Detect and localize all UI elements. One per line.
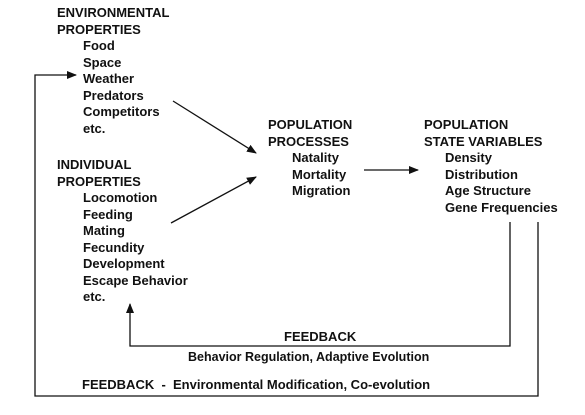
environmental-item-food: Food	[83, 38, 115, 53]
environmental-item-competitors: Competitors	[83, 104, 160, 119]
state-title-line-1: POPULATION	[424, 117, 509, 132]
environmental-item-predators: Predators	[83, 87, 144, 103]
state-title-line-2: STATE VARIABLES	[424, 133, 543, 149]
state-list: Density Distribution Age Structure Gene …	[424, 150, 558, 216]
individual-item-fecundity: Fecundity	[83, 239, 145, 255]
feedback-loop-inner	[126, 222, 511, 347]
individual-title-line-2: PROPERTIES	[57, 173, 141, 189]
environmental-properties-block: ENVIRONMENTAL PROPERTIES Food Space Weat…	[57, 5, 169, 137]
environmental-item-space: Space	[83, 54, 122, 70]
individual-properties-block: INDIVIDUAL PROPERTIES Locomotion Feeding…	[57, 157, 188, 306]
individual-item-mating: Mating	[83, 223, 125, 238]
state-item-density: Density	[445, 150, 492, 165]
environmental-item-weather: Weather	[83, 71, 135, 86]
individual-list: Locomotion Feeding Mating Fecundity Deve…	[57, 190, 188, 306]
population-state-variables-block: POPULATION STATE VARIABLES Density Distr…	[424, 117, 558, 216]
feedback-outer-label: FEEDBACK - Environmental Modification, C…	[82, 377, 430, 393]
environmental-list: Food Space Weather Predators Competitors…	[57, 38, 169, 137]
population-processes-block: POPULATION PROCESSES Natality Mortality …	[268, 117, 352, 200]
state-item-gene-frequencies: Gene Frequencies	[445, 199, 558, 215]
arrow-environment-to-processes	[172, 100, 257, 154]
individual-item-etc: etc.	[83, 289, 106, 304]
feedback-outer-text: FEEDBACK - Environmental Modification, C…	[82, 377, 431, 392]
environmental-title-line-2: PROPERTIES	[57, 21, 141, 37]
individual-item-escape-behavior: Escape Behavior	[83, 272, 188, 288]
feedback-loop-outer	[34, 71, 539, 397]
process-item-natality: Natality	[292, 150, 339, 165]
feedback-inner-subtitle: Behavior Regulation, Adaptive Evolution	[188, 350, 430, 364]
processes-title-line-1: POPULATION	[268, 117, 353, 132]
environmental-title-line-1: ENVIRONMENTAL	[57, 5, 170, 20]
process-item-migration: Migration	[292, 183, 351, 198]
individual-title-line-1: INDIVIDUAL	[57, 157, 132, 172]
individual-item-locomotion: Locomotion	[83, 190, 158, 205]
feedback-inner-title: FEEDBACK	[284, 329, 357, 344]
individual-item-development: Development	[83, 256, 165, 271]
individual-item-feeding: Feeding	[83, 206, 133, 222]
state-item-distribution: Distribution	[445, 166, 518, 182]
state-item-age-structure: Age Structure	[445, 183, 531, 198]
process-item-mortality: Mortality	[292, 166, 347, 182]
processes-title-line-2: PROCESSES	[268, 133, 349, 149]
arrow-individual-to-processes	[170, 176, 257, 224]
processes-list: Natality Mortality Migration	[268, 150, 352, 200]
environmental-item-etc: etc.	[83, 120, 106, 136]
